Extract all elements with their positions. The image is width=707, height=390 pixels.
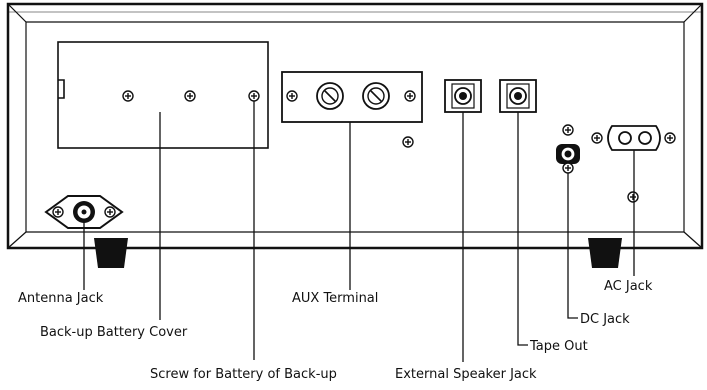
screw-for-battery-label: Screw for Battery of Back-up (150, 367, 337, 382)
ac-jack-label: AC Jack (604, 279, 653, 294)
leader-lines (83, 101, 635, 362)
cover-screw-left (122, 90, 134, 102)
backup-battery-cover-label: Back-up Battery Cover (40, 325, 188, 340)
leader-dc-jack (567, 173, 578, 319)
ac-lower-screw (627, 191, 639, 203)
tape-out-label: Tape Out (529, 339, 588, 354)
ac-jack (591, 125, 676, 203)
aux-terminal-post-1 (316, 82, 344, 110)
aux-terminal-post-2 (362, 82, 390, 110)
aux-terminal-label: AUX Terminal (292, 291, 378, 306)
dc-jack (556, 124, 580, 174)
antenna-jack-label: Antenna Jack (18, 291, 104, 306)
external-speaker-jack (444, 79, 482, 113)
backup-battery-cover (57, 41, 269, 149)
antenna-jack (44, 195, 124, 229)
aux-lower-screw (402, 136, 414, 148)
tape-out-jack (499, 79, 537, 113)
external-speaker-jack-label: External Speaker Jack (395, 367, 537, 382)
dc-jack-label: DC Jack (580, 312, 630, 327)
left-foot (94, 238, 128, 268)
battery-screw (248, 90, 260, 102)
aux-terminal-block (281, 71, 423, 148)
right-foot (588, 238, 622, 268)
cover-screw-middle (184, 90, 196, 102)
leader-tape-out (517, 112, 528, 346)
